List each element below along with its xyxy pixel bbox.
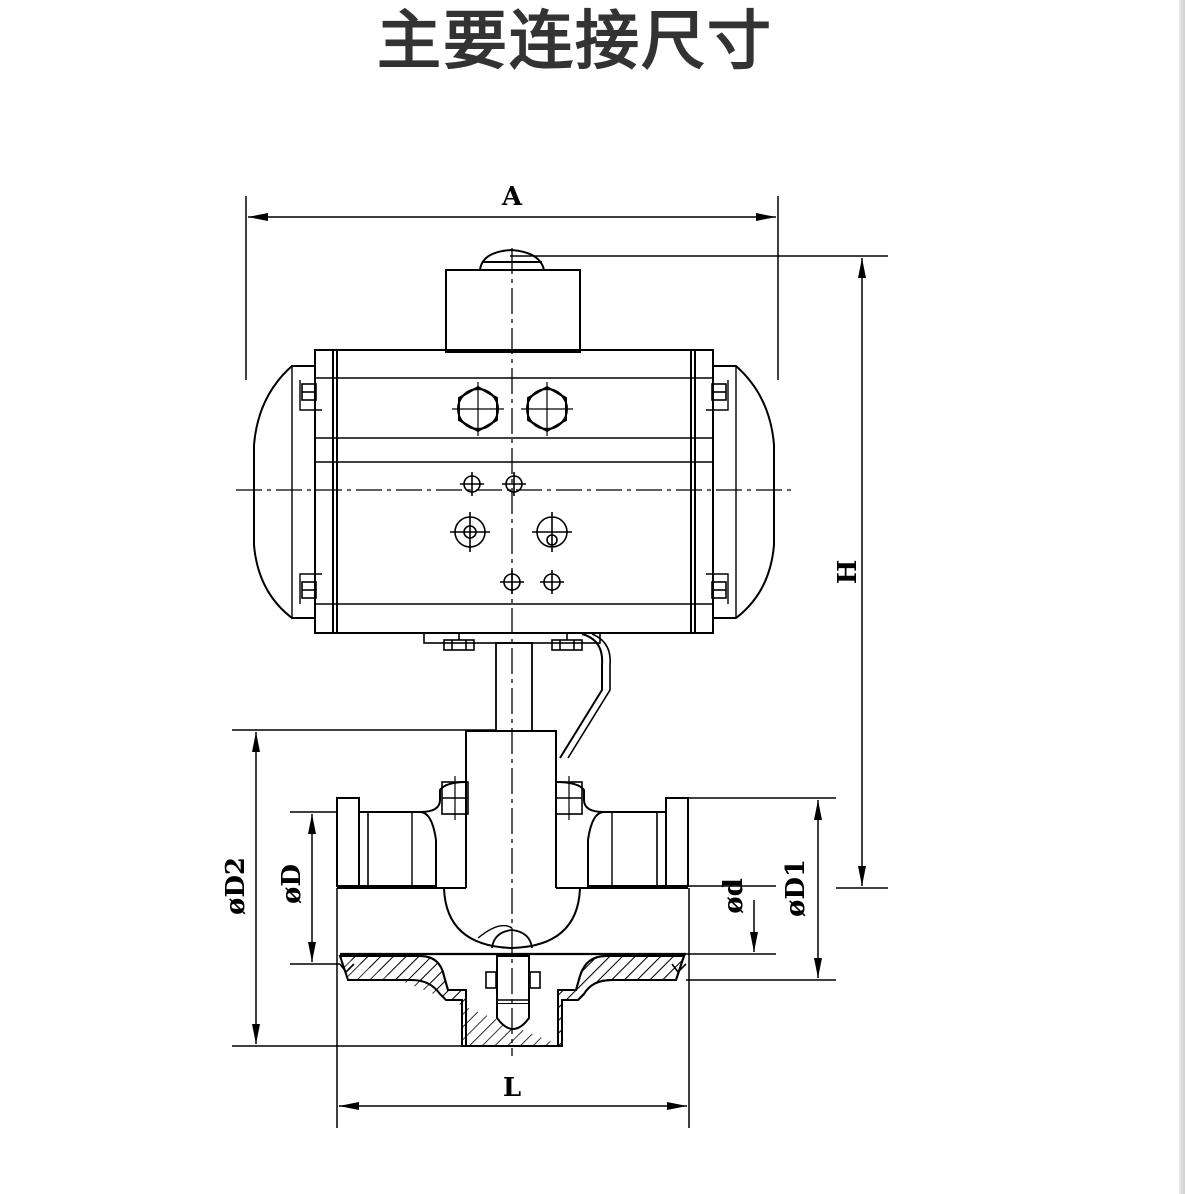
dim-label-H: H bbox=[833, 560, 863, 585]
left-end-cap bbox=[253, 365, 315, 619]
actuator bbox=[253, 248, 775, 759]
dimension-lines bbox=[232, 196, 888, 1128]
dim-label-L: L bbox=[503, 1073, 521, 1103]
dim-label-A: A bbox=[501, 182, 523, 212]
bracket-arm bbox=[559, 633, 604, 759]
right-ferrule bbox=[665, 797, 689, 887]
valve-neck bbox=[465, 730, 557, 888]
mounting-holes bbox=[450, 472, 572, 594]
dim-label-d: ød bbox=[719, 878, 749, 914]
dim-label-D: øD bbox=[277, 864, 307, 904]
hex-port-left bbox=[452, 382, 504, 436]
page-edge-scrollbar bbox=[1179, 0, 1185, 1194]
end-cap-bolts bbox=[301, 383, 727, 599]
base-section bbox=[338, 952, 687, 1047]
right-end-cap bbox=[713, 365, 775, 619]
indicator-housing bbox=[445, 269, 581, 353]
bracket-bolts bbox=[443, 632, 583, 651]
dim-label-D2: øD2 bbox=[221, 857, 251, 915]
valve-stem bbox=[495, 642, 533, 732]
dim-label-D1: øD1 bbox=[781, 859, 811, 917]
valve-body bbox=[336, 730, 689, 950]
center-lines bbox=[236, 248, 792, 1056]
left-ferrule bbox=[336, 797, 360, 887]
page-title: 主要连接尺寸 bbox=[377, 5, 773, 79]
hex-port-right bbox=[521, 382, 573, 436]
